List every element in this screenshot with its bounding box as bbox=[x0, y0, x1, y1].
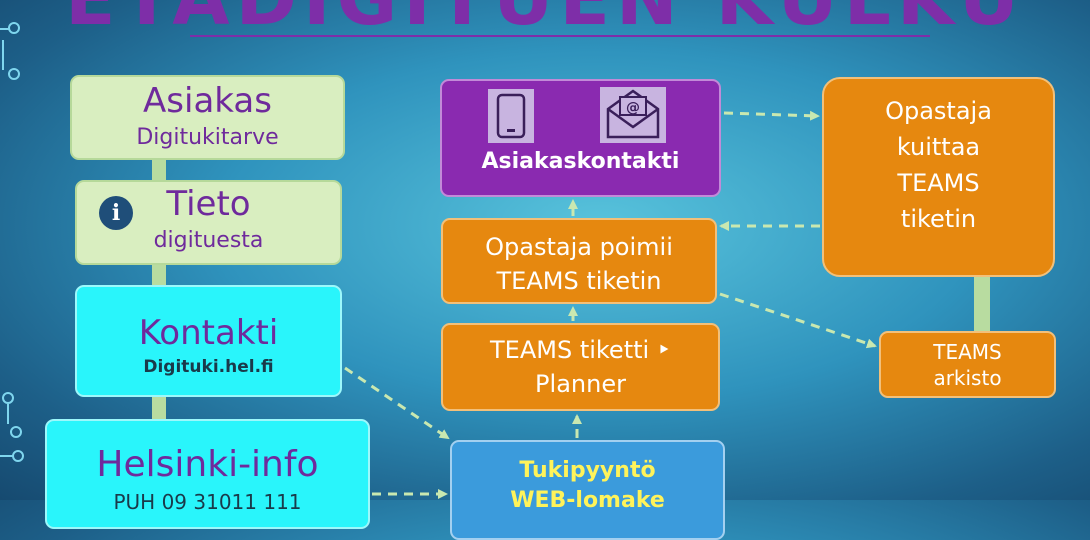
box-poimii-line1: Opastaja poimii bbox=[485, 233, 673, 261]
box-kuittaa-line4: tiketin bbox=[900, 205, 977, 233]
connector-bar bbox=[152, 158, 166, 182]
box-tieto-title: Tieto bbox=[166, 184, 251, 224]
box-kuittaa-line3: TEAMS bbox=[897, 169, 980, 197]
circuit-node bbox=[12, 450, 24, 462]
flow-arrows bbox=[344, 110, 877, 499]
box-asiakas-subtitle: Digitukitarve bbox=[136, 125, 279, 150]
box-opastaja-poimii: Opastaja poimii TEAMS tiketin bbox=[441, 218, 717, 304]
circuit-line bbox=[2, 40, 4, 70]
envelope-icon: @ bbox=[600, 87, 666, 143]
box-teams-planner: TEAMS tiketti ‣ Planner bbox=[441, 323, 720, 411]
circuit-line bbox=[0, 28, 10, 30]
box-tukipyynto-line1: Tukipyyntö bbox=[519, 458, 656, 483]
box-tieto: i Tieto digituesta bbox=[75, 180, 342, 265]
connector-bar bbox=[974, 276, 990, 332]
circuit-node bbox=[8, 68, 20, 80]
arrow-poimii-to-arkisto bbox=[719, 292, 877, 349]
box-arkisto-line2: arkisto bbox=[933, 366, 1002, 390]
circuit-line bbox=[0, 455, 14, 457]
box-planner-line1: TEAMS tiketti ‣ bbox=[490, 336, 671, 364]
diagram-canvas: ETÄDIGITUEN KULKU Asiakas Digitukitarve … bbox=[0, 0, 1056, 540]
circuit-line bbox=[7, 404, 9, 424]
circuit-node bbox=[2, 392, 14, 404]
arrow-kontakti-to-tukipyynto bbox=[344, 366, 450, 440]
box-teams-arkisto: TEAMS arkisto bbox=[879, 331, 1056, 398]
box-asiakaskontakti-title: Asiakaskontakti bbox=[481, 149, 680, 174]
box-kontakti: Kontakti Digituki.hel.fi bbox=[75, 285, 342, 397]
box-opastaja-kuittaa: Opastaja kuittaa TEAMS tiketin bbox=[822, 77, 1055, 277]
arrow-asiakaskontakti-to-kuittaa bbox=[723, 110, 820, 121]
info-icon: i bbox=[99, 196, 133, 230]
title-underline bbox=[190, 35, 930, 37]
circuit-node bbox=[10, 426, 22, 438]
box-arkisto-line1: TEAMS bbox=[933, 340, 1002, 364]
box-asiakas-title: Asiakas bbox=[143, 81, 272, 121]
box-helsinki-title: Helsinki-info bbox=[96, 444, 319, 485]
connector-bar bbox=[152, 395, 166, 421]
box-asiakas: Asiakas Digitukitarve bbox=[70, 75, 345, 160]
phone-icon bbox=[488, 89, 534, 143]
box-kuittaa-line2: kuittaa bbox=[896, 133, 981, 161]
box-tieto-subtitle: digituesta bbox=[153, 228, 264, 253]
box-kontakti-title: Kontakti bbox=[138, 313, 279, 353]
box-poimii-line2: TEAMS tiketin bbox=[496, 267, 662, 295]
box-asiakaskontakti: @ Asiakaskontakti bbox=[440, 79, 721, 197]
svg-text:@: @ bbox=[626, 100, 640, 116]
connector-bar bbox=[152, 262, 166, 288]
box-planner-line2: Planner bbox=[535, 370, 626, 398]
box-kontakti-subtitle: Digituki.hel.fi bbox=[143, 357, 274, 377]
box-kuittaa-line1: Opastaja bbox=[885, 97, 992, 125]
circuit-node bbox=[8, 22, 20, 34]
